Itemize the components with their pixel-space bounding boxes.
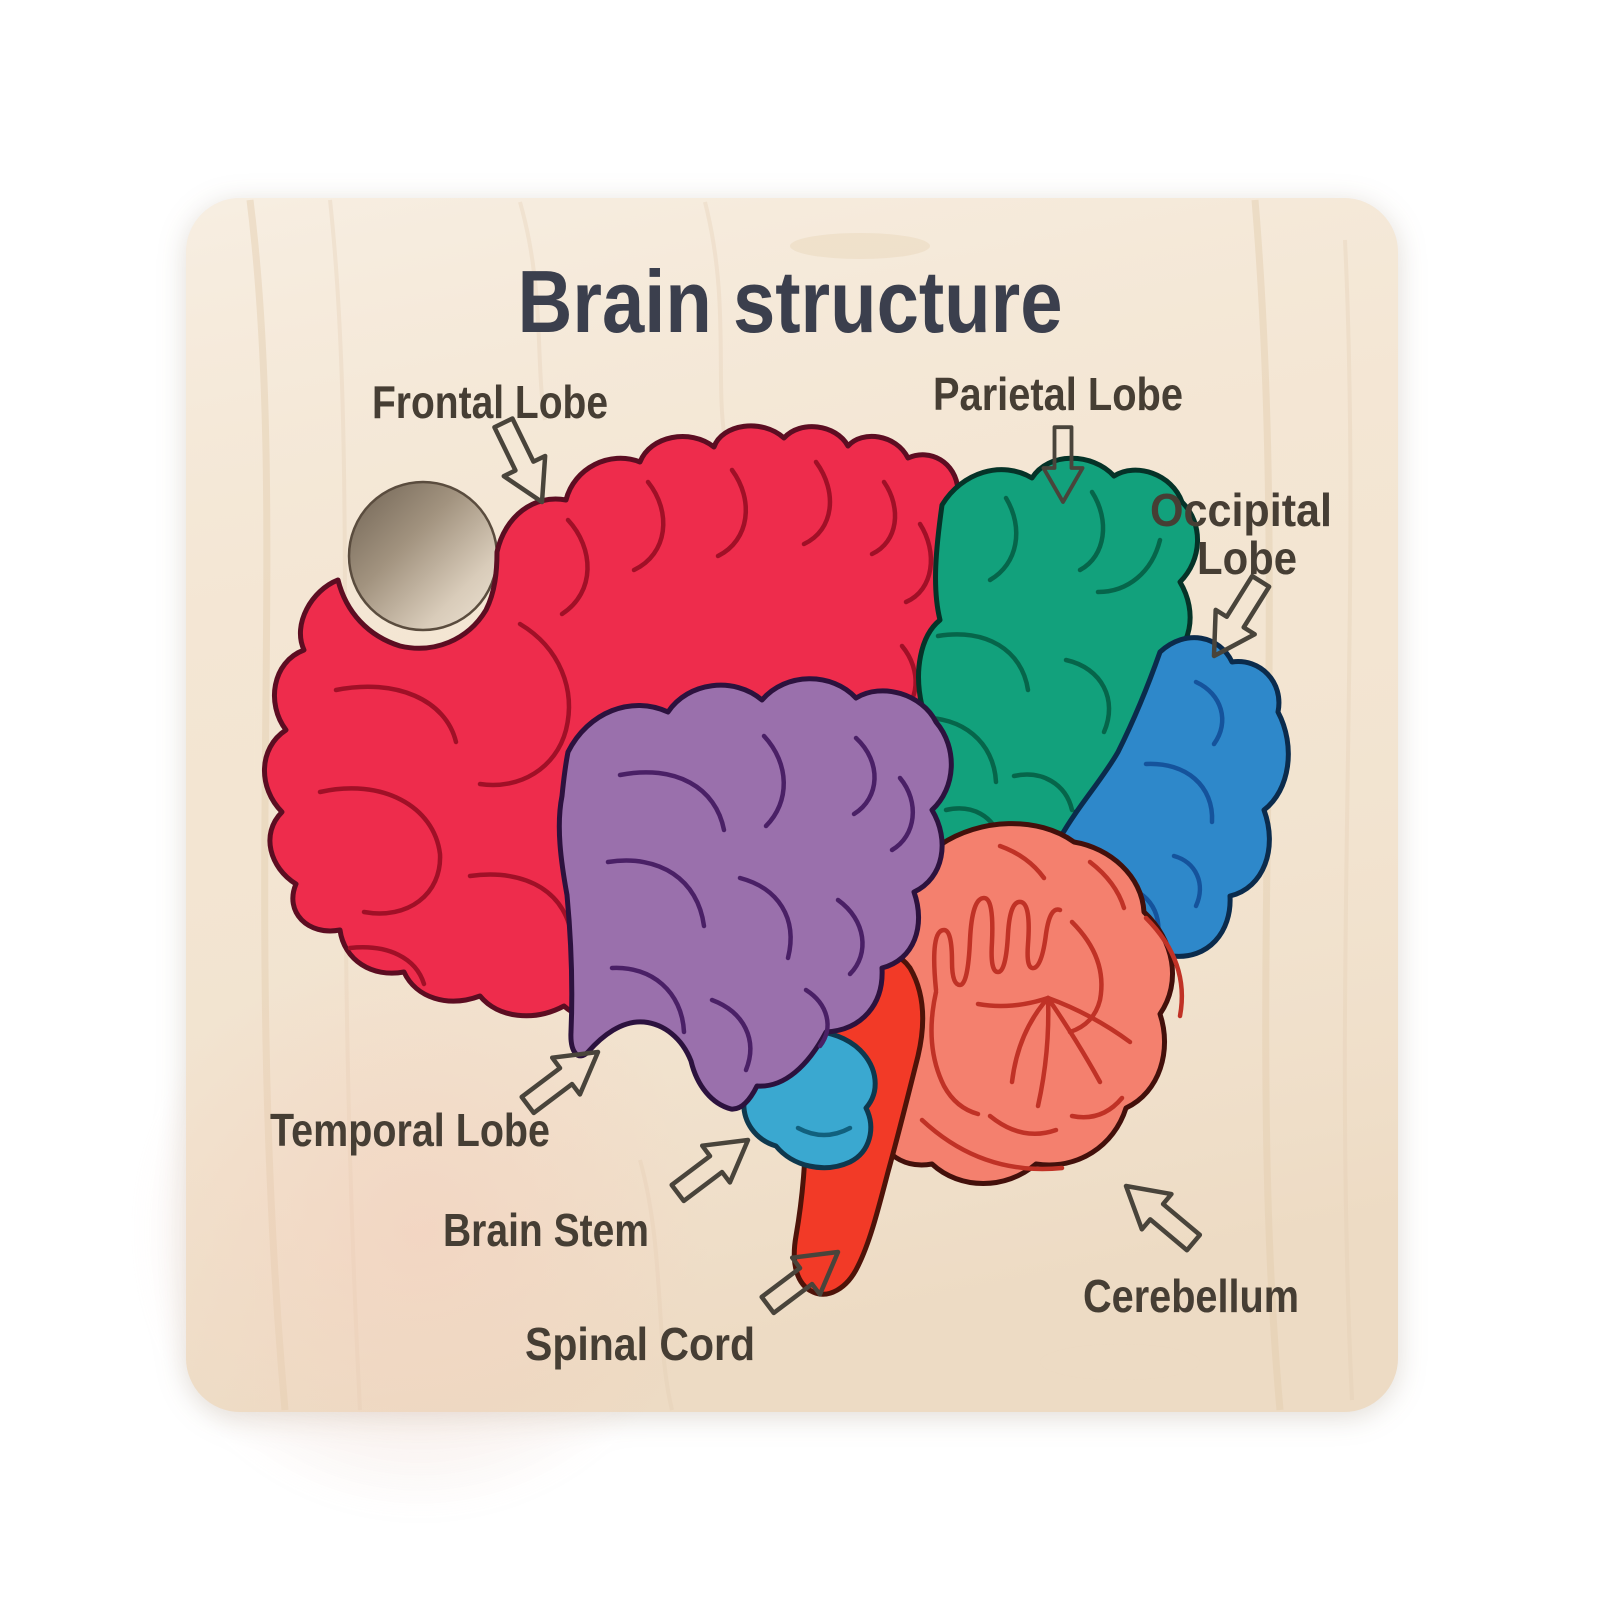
parietal-lobe-gyri (917, 489, 1163, 843)
temporal-lobe-label: Temporal Lobe (270, 1104, 550, 1156)
temporal-lobe-piece (556, 676, 954, 1112)
part-labels: Frontal Lobe Parietal Lobe Occipital Lob… (270, 368, 1332, 1370)
brain-stem-label: Brain Stem (443, 1204, 649, 1256)
spinal-cord-label: Spinal Cord (525, 1318, 755, 1370)
parietal-lobe-label: Parietal Lobe (933, 368, 1183, 420)
cerebellum-gyri (919, 843, 1185, 1172)
finger-hole (347, 480, 499, 632)
frontal-lobe-label: Frontal Lobe (372, 376, 608, 428)
brain-stem-gyri (795, 1125, 853, 1138)
temporal-lobe-gyri (605, 733, 915, 1073)
page-title: Brain structure (518, 252, 1063, 351)
cerebellum-label: Cerebellum (1083, 1270, 1299, 1322)
puzzle-board: Brain structure (130, 198, 1398, 1520)
occipital-lobe-label-line2: Lobe (1197, 532, 1297, 584)
wood-pink-tint (130, 940, 710, 1520)
brain-diagram (262, 423, 1291, 1297)
occipital-lobe-label-line1: Occipital (1150, 484, 1332, 536)
